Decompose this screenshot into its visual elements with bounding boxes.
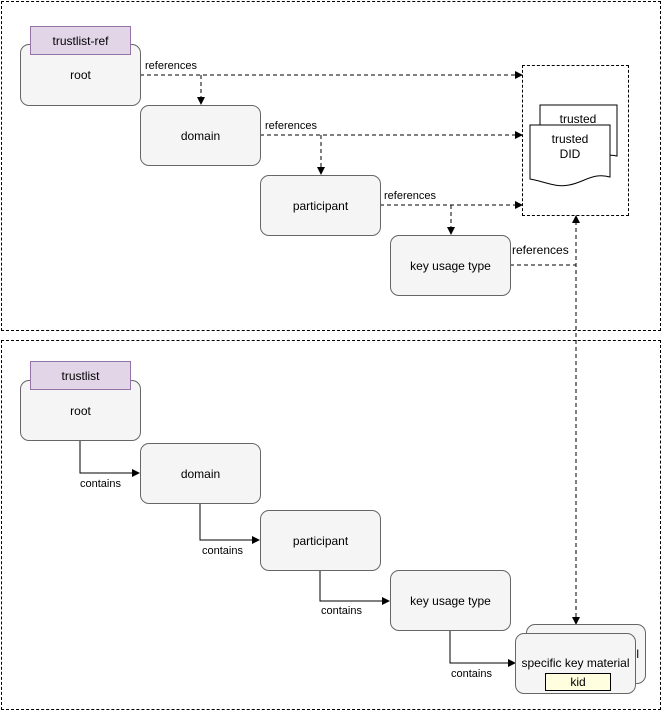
kid-label: kid bbox=[570, 675, 586, 689]
trusted-did-line1: trusted bbox=[551, 132, 589, 146]
root-references-label: references bbox=[145, 60, 197, 72]
trustlist-root-node[interactable]: root bbox=[20, 380, 141, 441]
trustlist-domain-node[interactable]: domain bbox=[140, 443, 261, 504]
domain-references-label: references bbox=[265, 120, 317, 132]
key-usage-contains-label: contains bbox=[451, 668, 492, 680]
trustlist-domain-label: domain bbox=[180, 466, 221, 481]
key-material-back-label: l bbox=[636, 647, 639, 661]
ref-domain-label: domain bbox=[180, 128, 221, 143]
edge-participant-contains bbox=[319, 570, 390, 605]
key-usage-references-label: references bbox=[512, 243, 569, 257]
trustlist-participant-label: participant bbox=[292, 533, 349, 548]
ref-key-usage-type-label: key usage type bbox=[410, 258, 491, 273]
ref-domain-node[interactable]: domain bbox=[140, 105, 261, 166]
trusted-did-doc-front bbox=[529, 124, 611, 187]
edge-root-contains bbox=[79, 440, 140, 477]
edge-key-usage-contains bbox=[449, 630, 516, 667]
trustlist-tag-label: trustlist bbox=[61, 368, 100, 383]
ref-root-label: root bbox=[70, 68, 91, 82]
root-contains-label: contains bbox=[80, 478, 121, 490]
key-material-label: specific key material bbox=[521, 656, 630, 670]
trusted-doc-back-label: trusted bbox=[559, 112, 597, 126]
trustlist-key-usage-type-label: key usage type bbox=[410, 593, 491, 608]
trusted-did-line2: DID bbox=[559, 147, 581, 161]
edge-domain-contains bbox=[199, 503, 260, 544]
kid-box: kid bbox=[545, 673, 611, 691]
trustlist-ref-tag-label: trustlist-ref bbox=[52, 33, 109, 48]
ref-participant-node[interactable]: participant bbox=[260, 175, 381, 236]
trustlist-key-usage-type-node[interactable]: key usage type bbox=[390, 570, 511, 631]
trustlist-tag: trustlist bbox=[30, 361, 131, 390]
ref-key-usage-type-node[interactable]: key usage type bbox=[390, 235, 511, 296]
domain-contains-label: contains bbox=[202, 545, 243, 557]
participant-references-label: references bbox=[384, 190, 436, 202]
trustlist-root-label: root bbox=[70, 403, 91, 418]
trustlist-ref-tag: trustlist-ref bbox=[30, 26, 131, 55]
participant-contains-label: contains bbox=[321, 605, 362, 617]
trustlist-participant-node[interactable]: participant bbox=[260, 510, 381, 571]
ref-participant-label: participant bbox=[292, 198, 349, 213]
